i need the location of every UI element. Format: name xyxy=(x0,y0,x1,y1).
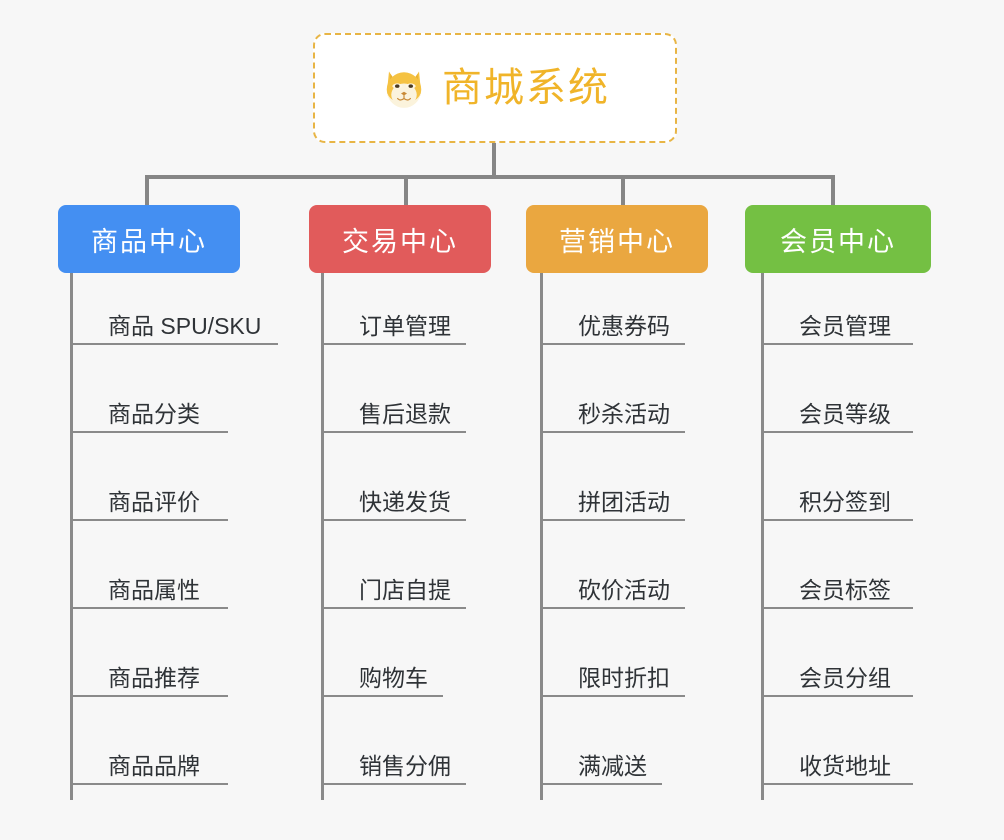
connector-drop-3 xyxy=(621,175,625,207)
leaf-item-3-3[interactable]: 拼团活动 xyxy=(540,449,685,521)
leaf-label: 商品评价 xyxy=(108,488,200,515)
leaf-item-1-3[interactable]: 商品评价 xyxy=(70,449,228,521)
leaf-label: 会员分组 xyxy=(799,664,891,691)
leaf-label: 砍价活动 xyxy=(578,576,670,603)
leaf-label: 商品分类 xyxy=(108,400,200,427)
leaf-item-4-3[interactable]: 积分签到 xyxy=(761,449,913,521)
root-node-title: 商城系统 xyxy=(442,66,610,110)
leaf-item-1-2[interactable]: 商品分类 xyxy=(70,361,228,433)
leaf-label: 满减送 xyxy=(578,752,647,779)
leaf-item-1-6[interactable]: 商品品牌 xyxy=(70,713,228,785)
leaf-item-4-2[interactable]: 会员等级 xyxy=(761,361,913,433)
leaf-item-3-4[interactable]: 砍价活动 xyxy=(540,537,685,609)
leaf-label: 收货地址 xyxy=(799,752,891,779)
category-card-1[interactable]: 商品中心 xyxy=(58,205,240,273)
leaf-item-2-6[interactable]: 销售分佣 xyxy=(321,713,466,785)
shiba-dog-emoji xyxy=(386,71,422,108)
leaf-label: 订单管理 xyxy=(359,312,451,339)
leaf-label: 快递发货 xyxy=(359,488,451,515)
leaf-label: 销售分佣 xyxy=(359,752,451,779)
connector-drop-1 xyxy=(145,175,149,207)
spine-column-1 xyxy=(70,273,73,800)
leaf-label: 积分签到 xyxy=(799,488,891,515)
leaf-item-1-1[interactable]: 商品 SPU/SKU xyxy=(70,273,278,345)
connector-drop-2 xyxy=(404,175,408,207)
category-card-2[interactable]: 交易中心 xyxy=(309,205,491,273)
leaf-label: 商品推荐 xyxy=(108,664,200,691)
leaf-item-2-3[interactable]: 快递发货 xyxy=(321,449,466,521)
leaf-label: 门店自提 xyxy=(359,576,451,603)
category-title-1: 商品中心 xyxy=(91,226,207,257)
leaf-item-2-4[interactable]: 门店自提 xyxy=(321,537,466,609)
leaf-item-2-2[interactable]: 售后退款 xyxy=(321,361,466,433)
connector-root-stem xyxy=(492,143,496,179)
leaf-item-4-6[interactable]: 收货地址 xyxy=(761,713,913,785)
leaf-item-3-6[interactable]: 满减送 xyxy=(540,713,662,785)
spine-column-3 xyxy=(540,273,543,800)
leaf-label: 会员标签 xyxy=(799,576,891,603)
leaf-item-2-1[interactable]: 订单管理 xyxy=(321,273,466,345)
leaf-item-3-1[interactable]: 优惠券码 xyxy=(540,273,685,345)
leaf-item-4-1[interactable]: 会员管理 xyxy=(761,273,913,345)
leaf-item-1-4[interactable]: 商品属性 xyxy=(70,537,228,609)
leaf-item-2-5[interactable]: 购物车 xyxy=(321,625,443,697)
leaf-item-3-2[interactable]: 秒杀活动 xyxy=(540,361,685,433)
leaf-label: 会员等级 xyxy=(799,400,891,427)
spine-column-4 xyxy=(761,273,764,800)
leaf-label: 商品 SPU/SKU xyxy=(108,312,262,339)
leaf-label: 商品品牌 xyxy=(108,752,200,779)
category-title-2: 交易中心 xyxy=(342,226,458,257)
leaf-label: 购物车 xyxy=(359,664,428,691)
leaf-label: 售后退款 xyxy=(359,400,451,427)
leaf-item-4-4[interactable]: 会员标签 xyxy=(761,537,913,609)
leaf-label: 秒杀活动 xyxy=(578,400,670,427)
category-title-3: 营销中心 xyxy=(559,226,675,257)
leaf-item-3-5[interactable]: 限时折扣 xyxy=(540,625,685,697)
root-node-card[interactable]: 商城系统 xyxy=(313,33,677,143)
category-card-3[interactable]: 营销中心 xyxy=(526,205,708,273)
spine-column-2 xyxy=(321,273,324,800)
leaf-label: 商品属性 xyxy=(108,576,200,603)
leaf-item-4-5[interactable]: 会员分组 xyxy=(761,625,913,697)
connector-bus xyxy=(145,175,835,179)
leaf-label: 优惠券码 xyxy=(578,312,670,339)
category-title-4: 会员中心 xyxy=(780,226,896,257)
leaf-label: 限时折扣 xyxy=(578,664,670,691)
connector-drop-4 xyxy=(831,175,835,207)
category-card-4[interactable]: 会员中心 xyxy=(745,205,931,273)
leaf-label: 拼团活动 xyxy=(578,488,670,515)
leaf-item-1-5[interactable]: 商品推荐 xyxy=(70,625,228,697)
leaf-label: 会员管理 xyxy=(799,312,891,339)
